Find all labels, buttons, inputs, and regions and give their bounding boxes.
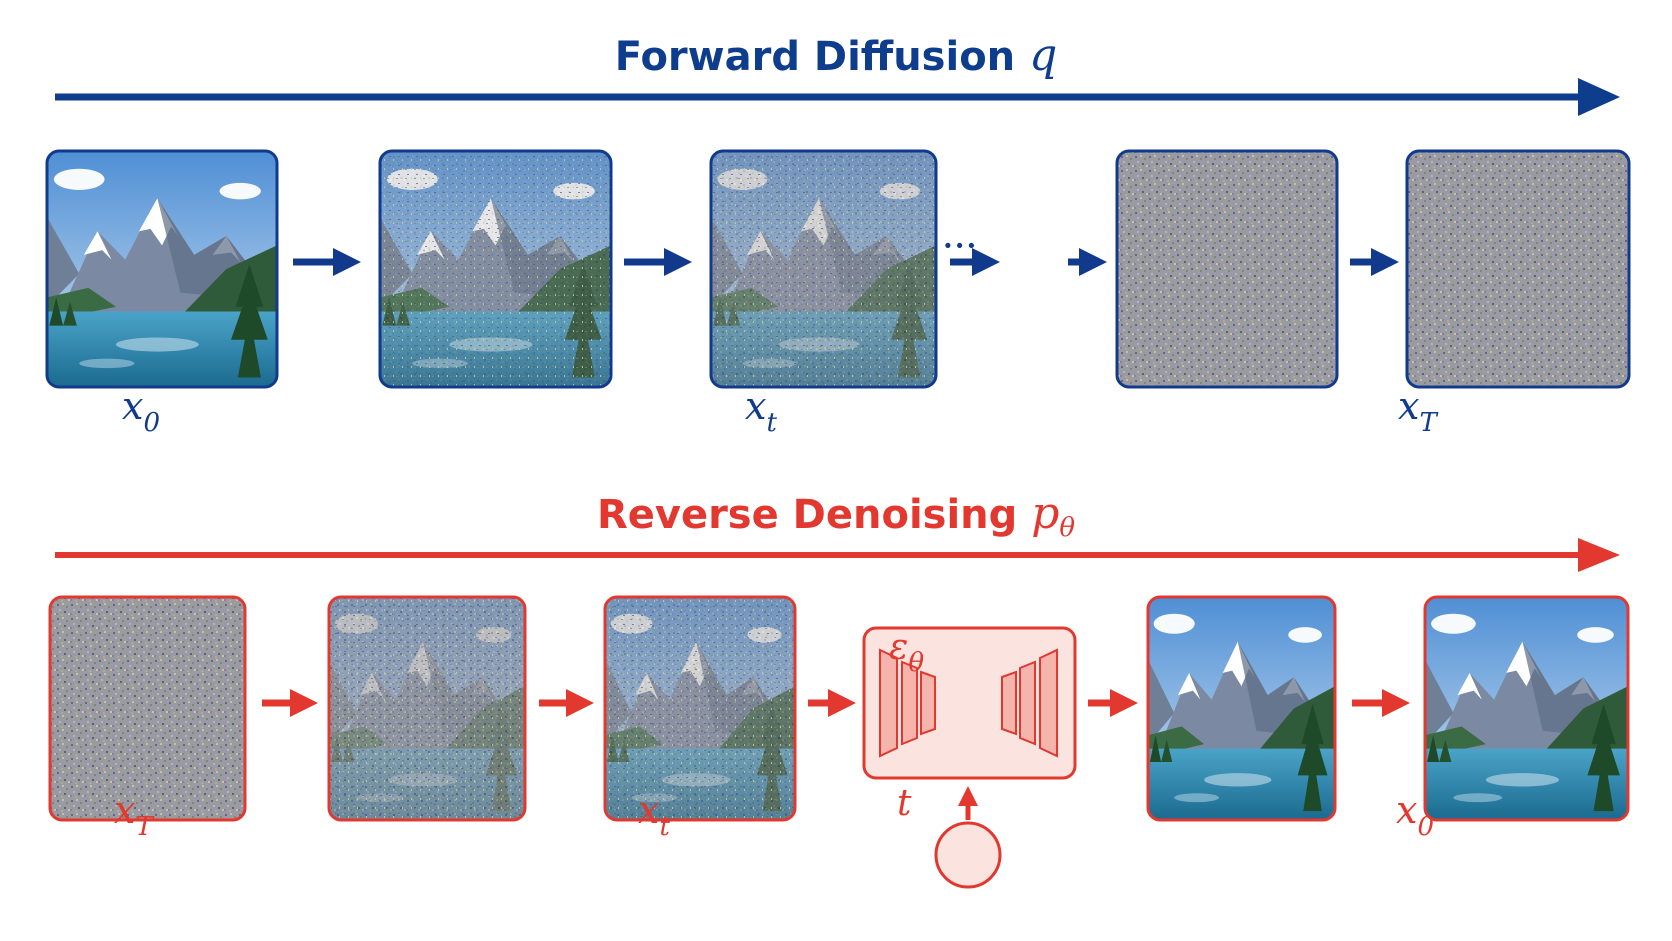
reverse-denoising-title: Reverse Denoising pθ	[0, 488, 1672, 543]
forward-panel-1-content	[380, 151, 611, 387]
forward-panel-3	[1115, 149, 1339, 389]
timestep-circle	[934, 821, 1002, 889]
forward-panel-1-border	[378, 149, 613, 389]
reverse-symbol-p-theta: pθ	[1031, 488, 1076, 543]
forward-panel-4-noise-overlay	[1407, 151, 1629, 387]
reverse-panel-3	[1146, 595, 1337, 822]
decoder-block-3	[1039, 648, 1058, 758]
timestep-label-t: t	[897, 783, 912, 824]
reverse-panel-1-content	[329, 597, 525, 820]
reverse-panel-2-noise-texture	[605, 597, 795, 820]
forward-title-text: Forward Diffusion	[614, 34, 1016, 80]
reverse-label-xt: xt	[638, 788, 670, 842]
forward-ellipsis: ···	[943, 229, 979, 262]
reverse-panel-1	[327, 595, 527, 822]
reverse-panel-0	[48, 595, 247, 822]
forward-panel-2-content	[711, 151, 936, 387]
encoder-block-1	[879, 648, 898, 758]
forward-panel-4	[1405, 149, 1631, 389]
reverse-panel-3-content	[1148, 597, 1335, 820]
reverse-panel-4-border	[1423, 595, 1630, 822]
encoder-block-3	[920, 670, 936, 736]
forward-panel-2	[709, 149, 938, 389]
reverse-panel-0-border	[48, 595, 247, 822]
reverse-timeline-arrow-head	[1578, 538, 1620, 572]
forward-symbol-q: q	[1029, 30, 1058, 81]
forward-panel-3-content	[1117, 151, 1337, 387]
decoder-block-2	[1019, 660, 1036, 746]
forward-panel-0-landscape-image	[47, 151, 277, 387]
forward-panel-3-noise-overlay	[1117, 151, 1337, 387]
forward-panel-1	[378, 149, 613, 389]
reverse-panel-0-content	[50, 597, 245, 820]
reverse-panel-1-border	[327, 595, 527, 822]
forward-panel-4-content	[1407, 151, 1629, 387]
diagram-marks	[45, 78, 1631, 889]
reverse-panel-2-content	[605, 597, 795, 820]
network-box	[862, 626, 1077, 780]
forward-panel-0-content	[47, 151, 277, 387]
forward-panel-4-border	[1405, 149, 1631, 389]
forward-panel-0	[45, 149, 279, 389]
forward-panel-1-noise-texture	[380, 151, 611, 387]
network-label-epsilon-theta: εθ	[889, 627, 924, 679]
reverse-label-xT: xT	[114, 788, 153, 842]
reverse-panel-3-landscape-image	[1148, 597, 1335, 820]
forward-panel-2-noise-texture	[711, 151, 936, 387]
forward-panel-2-border	[709, 149, 938, 389]
reverse-panel-3-border	[1146, 595, 1337, 822]
reverse-panel-4-landscape-image	[1425, 597, 1628, 820]
reverse-panel-1-noise-texture	[329, 597, 525, 820]
reverse-title-text: Reverse Denoising	[596, 492, 1018, 538]
reverse-panel-0-noise-overlay	[50, 597, 245, 820]
reverse-panel-2	[603, 595, 797, 822]
forward-panel-0-border	[45, 149, 279, 389]
reverse-label-x0: x0	[1396, 788, 1434, 842]
forward-timeline-arrow-head	[1578, 78, 1620, 116]
forward-label-x0: x0	[122, 384, 160, 438]
decoder-block-1	[1001, 670, 1017, 736]
forward-panel-3-border	[1115, 149, 1339, 389]
forward-diffusion-title: Forward Diffusion q	[0, 30, 1672, 81]
forward-label-xT: xT	[1398, 384, 1437, 438]
forward-label-xt: xt	[745, 384, 777, 438]
reverse-panel-2-border	[603, 595, 797, 822]
encoder-block-2	[901, 660, 918, 746]
reverse-panel-4-content	[1425, 597, 1628, 820]
reverse-panel-4	[1423, 595, 1630, 822]
